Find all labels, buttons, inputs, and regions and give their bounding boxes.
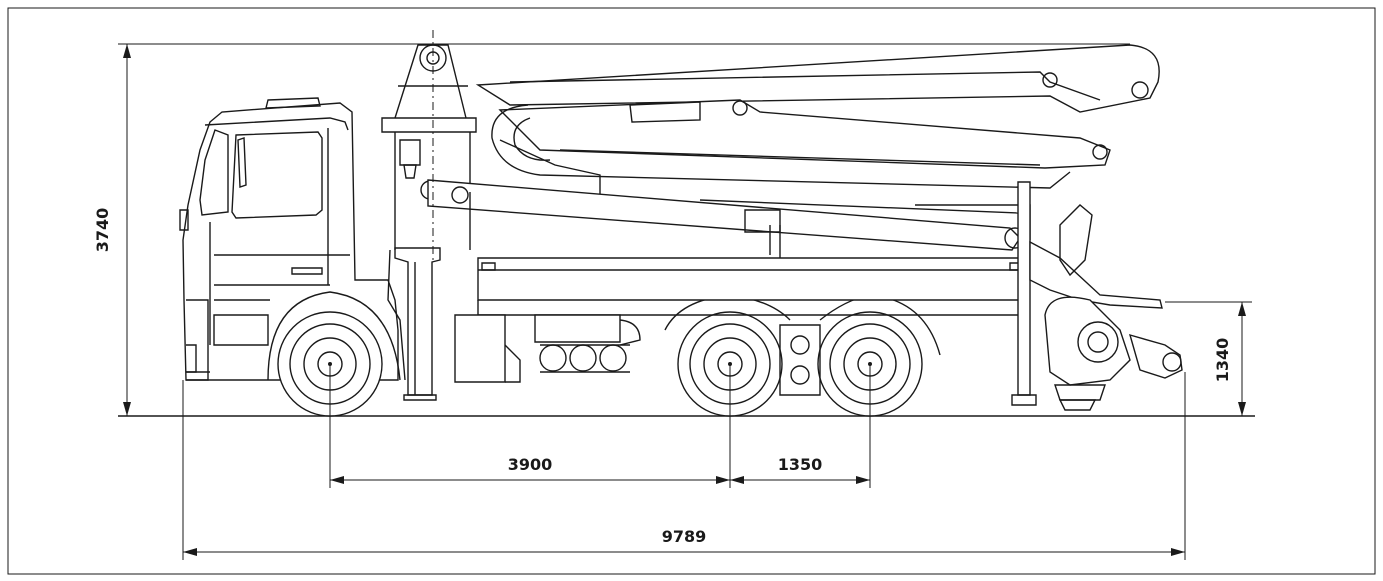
front-outrigger [387,247,441,401]
dimension-hopper-height: 1340 [1165,301,1252,416]
dimension-label-hopper-height: 1340 [1213,338,1232,383]
rear-outrigger [1011,181,1037,406]
dimension-label-axle-spacing: 1350 [778,455,823,474]
boom [475,44,1160,195]
dimension-wheelbase: 3900 [330,455,730,484]
cab [179,97,399,381]
delivery-pipe [427,179,1031,258]
dimension-label-overall-length: 9789 [662,527,707,546]
drawing-border [7,7,1376,575]
dimension-label-overall-height: 3740 [93,208,112,253]
dimension-overall-length: 9789 [182,372,1186,560]
hopper [1029,204,1183,411]
dimension-label-wheelbase: 3900 [508,455,553,474]
dimension-overall-height: 3740 [93,43,1130,416]
chassis [454,257,1030,383]
truck-drawing [179,44,1183,417]
dimension-axle-spacing: 1350 [730,455,870,484]
turret [381,44,477,250]
